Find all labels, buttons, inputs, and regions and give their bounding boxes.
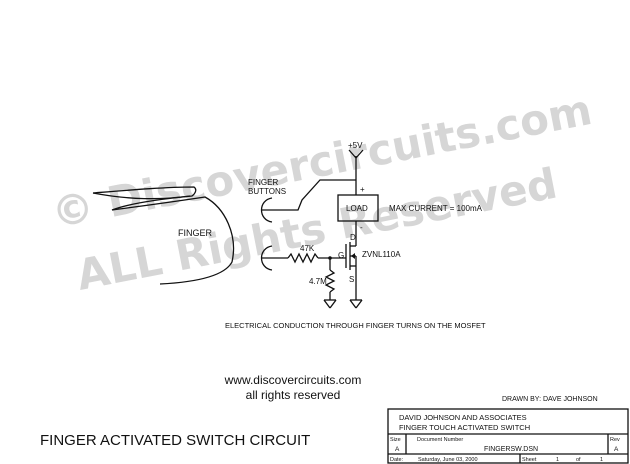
tb-date-value: Saturday, June 03, 2000 [418, 457, 478, 463]
r2-label: 4.7M [309, 277, 327, 286]
mosfet-label: ZVNL110A [362, 250, 401, 259]
diagram-title: FINGER ACTIVATED SWITCH CIRCUIT [40, 432, 310, 449]
tb-of-label: of [576, 457, 581, 463]
tb-sheet-value: 1 [556, 457, 559, 463]
r1-label: 47K [300, 244, 315, 253]
resistor-4-7m [324, 269, 336, 293]
tb-date-label: Date: [390, 457, 404, 463]
finger-button-bottom [260, 245, 273, 271]
tb-of-value: 1 [600, 457, 603, 463]
gate-label: G [338, 251, 344, 260]
load-minus: - [360, 223, 363, 232]
supply-label: +5V [348, 141, 363, 150]
tb-rev-label: Rev [610, 437, 620, 443]
wire-button-to-supply [262, 179, 356, 211]
finger-shape [92, 186, 234, 285]
tb-size-value: A [395, 446, 400, 453]
resistor-47k [287, 252, 319, 264]
ground-symbol-r2 [323, 299, 337, 309]
load-plus: + [360, 185, 365, 194]
max-current-label: MAX CURRENT = 100mA [389, 204, 483, 213]
load-label: LOAD [346, 204, 368, 213]
supply-symbol [348, 149, 364, 180]
finger-buttons-label-2: BUTTONS [248, 187, 286, 196]
tb-docnum-value: FINGERSW.DSN [484, 446, 538, 453]
load-box [337, 194, 379, 222]
source-label: S [349, 275, 354, 284]
mosfet-symbol [345, 242, 357, 300]
tb-company: DAVID JOHNSON AND ASSOCIATES [399, 413, 527, 422]
tb-rev-value: A [614, 446, 619, 453]
rights-text: all rights reserved [246, 388, 341, 402]
website-text: www.discovercircuits.com [224, 373, 362, 387]
drain-label: D [350, 233, 356, 242]
drawn-by: DRAWN BY: DAVE JOHNSON [502, 396, 598, 403]
tb-docnum-label: Document Number [417, 437, 463, 443]
finger-label: FINGER [178, 228, 213, 238]
conduction-note: ELECTRICAL CONDUCTION THROUGH FINGER TUR… [225, 321, 486, 330]
finger-buttons-label-1: FINGER [248, 178, 278, 187]
tb-sheet-label: Sheet [522, 457, 537, 463]
ground-symbol-source [349, 299, 363, 309]
tb-size-label: Size [390, 437, 401, 443]
tb-project: FINGER TOUCH ACTIVATED SWITCH [399, 423, 530, 432]
title-block [387, 408, 629, 464]
finger-button-top [260, 197, 273, 223]
